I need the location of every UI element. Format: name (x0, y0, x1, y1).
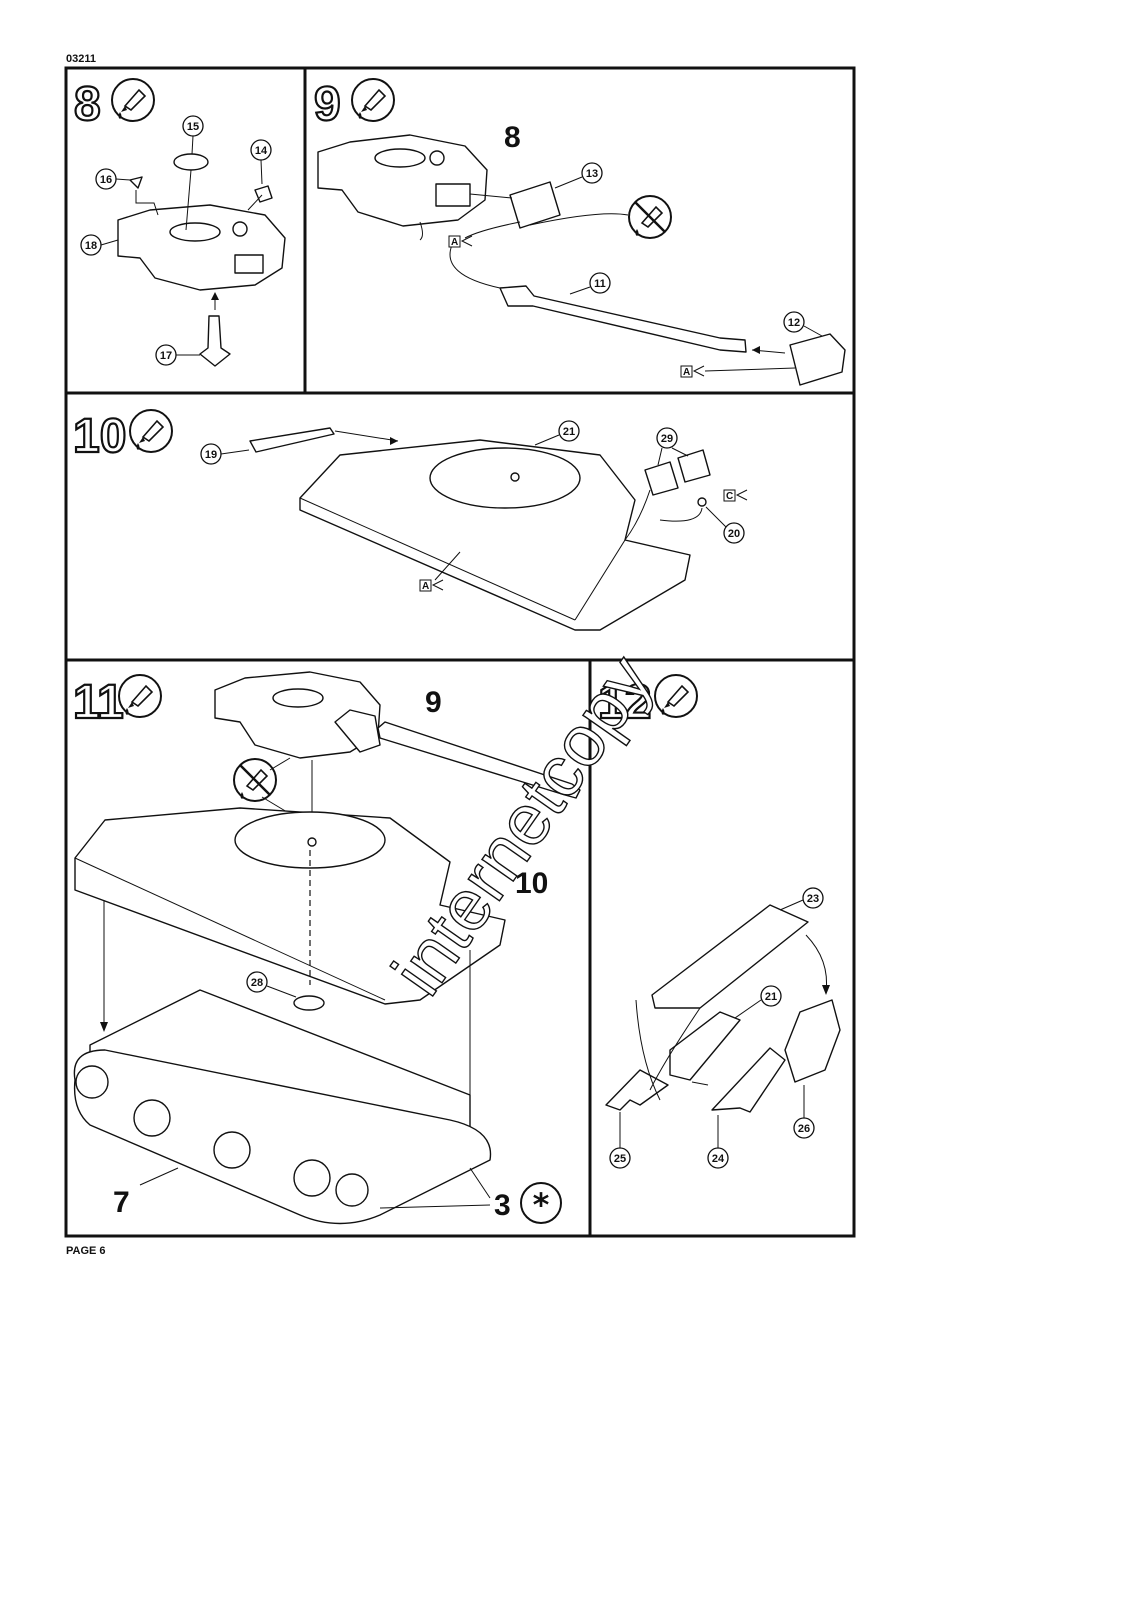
callout-29: 29 (656, 427, 689, 466)
svg-text:25: 25 (614, 1153, 626, 1165)
turret-window (234, 254, 264, 274)
glue-tube-icon (118, 674, 162, 718)
marker-A: A (683, 367, 690, 378)
callout-24: 24 (707, 1115, 729, 1169)
callout-14: 14 (250, 139, 272, 185)
svg-text:17: 17 (160, 350, 172, 362)
svg-text:26: 26 (798, 1123, 810, 1135)
step-8-panel: 8 15 14 16 18 17 (73, 77, 286, 367)
part-23 (651, 904, 809, 1009)
page-number: PAGE 6 (66, 1245, 106, 1257)
step-12-number: 12 (598, 676, 651, 729)
glue-tube-icon (129, 409, 173, 453)
part-20 (697, 497, 707, 507)
glue-tube-icon (351, 78, 395, 122)
svg-text:16: 16 (100, 174, 112, 186)
gun-barrel-part-11 (499, 285, 747, 353)
part-24 (711, 1047, 786, 1113)
mantlet-part-13 (509, 181, 561, 229)
turret-hatch (169, 222, 221, 242)
part-26 (784, 999, 841, 1083)
part-16 (129, 176, 143, 189)
svg-text:21: 21 (563, 426, 575, 438)
svg-text:18: 18 (85, 240, 97, 252)
callout-23: 23 (779, 887, 824, 911)
callout-21: 21 (534, 420, 580, 446)
step-11-number: 11 (73, 676, 124, 729)
svg-text:19: 19 (205, 449, 217, 461)
step-10-panel: 10 C A 21 29 19 20 (72, 409, 748, 631)
ref-9: 9 (425, 686, 442, 719)
hull-top-10 (74, 807, 506, 1005)
part-19 (249, 427, 335, 453)
mantlet-part-12 (789, 333, 846, 386)
part-29b (677, 449, 711, 483)
step-10-number: 10 (73, 410, 126, 463)
pin-part-17 (199, 315, 231, 367)
gun-barrel (377, 721, 581, 799)
no-glue-icon (232, 757, 278, 803)
svg-text:28: 28 (251, 977, 263, 989)
ref-3: 3 (494, 1189, 511, 1222)
callout-20: 20 (705, 506, 745, 544)
svg-text:20: 20 (728, 528, 740, 540)
part-29 (644, 461, 679, 496)
step-8-number: 8 (74, 78, 101, 131)
callout-25: 25 (609, 1112, 631, 1169)
svg-text:14: 14 (255, 145, 268, 157)
svg-text:21: 21 (765, 991, 777, 1003)
callout-17: 17 (155, 344, 200, 366)
cupola-part-15 (173, 153, 209, 171)
step-9-panel: 9 8 A A 13 11 12 (313, 77, 846, 386)
watermark: internetcopy (378, 642, 669, 1009)
callout-28: 28 (246, 971, 297, 998)
svg-text:11: 11 (594, 278, 606, 290)
callout-26: 26 (793, 1085, 815, 1139)
svg-text:13: 13 (586, 168, 598, 180)
paint-asterisk-icon: * (520, 1182, 562, 1224)
svg-text:24: 24 (712, 1153, 725, 1165)
svg-text:23: 23 (807, 893, 819, 905)
track-assembly-7 (73, 1049, 492, 1225)
glue-tube-icon (111, 78, 155, 122)
callout-13: 13 (554, 162, 603, 189)
svg-text:15: 15 (187, 121, 199, 133)
marker-C: C (726, 491, 733, 502)
no-glue-icon (627, 194, 673, 240)
ref-7: 7 (113, 1186, 130, 1219)
callout-12: 12 (783, 311, 823, 337)
step-11-panel: 11 9 10 7 3 * (72, 671, 581, 1225)
svg-text:29: 29 (661, 433, 673, 445)
marker-A: A (422, 581, 429, 592)
part-25 (605, 1069, 669, 1111)
svg-text:12: 12 (788, 317, 800, 329)
callout-16: 16 (95, 168, 131, 190)
callout-21: 21 (734, 985, 782, 1019)
callout-11: 11 (569, 272, 611, 295)
ref-8: 8 (504, 121, 521, 154)
step-12-panel: 12 23 21 26 25 24 (597, 674, 841, 1169)
hull-top-part-21 (299, 439, 691, 631)
part-21 (669, 1011, 741, 1081)
part-28 (293, 995, 325, 1011)
step-9-number: 9 (314, 78, 341, 131)
callout-15: 15 (182, 115, 204, 155)
ref-10: 10 (515, 867, 548, 900)
doc-code: 03211 (66, 53, 96, 65)
callout-18: 18 (80, 234, 119, 256)
panel-frames (64, 66, 856, 1238)
svg-text:*: * (533, 1186, 550, 1224)
marker-A: A (451, 237, 458, 248)
callout-19: 19 (200, 443, 250, 465)
turret-part-18 (117, 204, 286, 291)
